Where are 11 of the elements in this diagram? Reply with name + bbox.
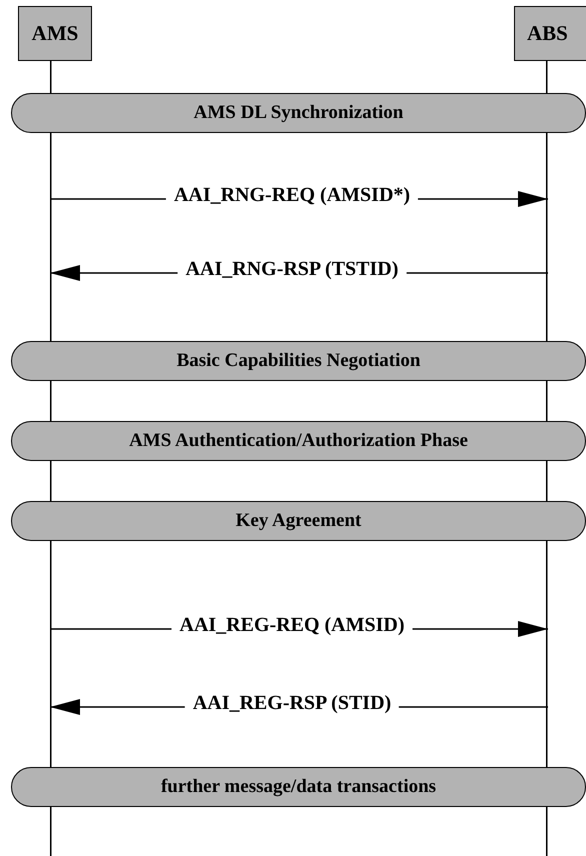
edge-label: AAI_RNG-REQ (AMSID*) <box>166 184 418 206</box>
edge-label: AAI_REG-RSP (STID) <box>184 692 400 714</box>
actor-box: AMS <box>18 6 92 61</box>
edge-label: AAI_REG-REQ (AMSID) <box>172 614 412 636</box>
phase-band: Key Agreement <box>11 501 586 541</box>
actor-box: ABS <box>514 6 586 61</box>
phase-band: AMS Authentication/Authorization Phase <box>11 421 586 461</box>
phase-band: Basic Capabilities Negotiation <box>11 341 586 381</box>
phase-band: further message/data transactions <box>11 767 586 807</box>
phase-band: AMS DL Synchronization <box>11 93 586 133</box>
edge-label: AAI_RNG-RSP (TSTID) <box>178 258 406 280</box>
